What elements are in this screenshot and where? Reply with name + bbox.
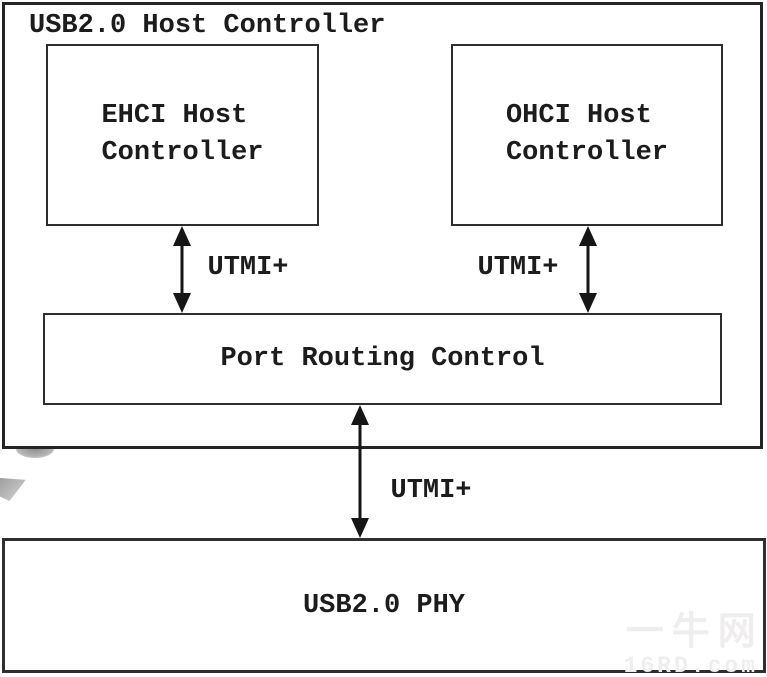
watermark: 一牛网 16RD.com <box>624 616 758 677</box>
arrow-up-icon <box>173 226 191 246</box>
arrow-shaft <box>180 240 184 299</box>
arrow-shaft <box>358 419 362 524</box>
usb2-host-controller-title: USB2.0 Host Controller <box>29 11 386 41</box>
usb2-phy-box: USB2.0 PHY <box>2 538 766 673</box>
border-smudge-artifact <box>16 449 54 458</box>
double-arrow-ehci-prc <box>173 226 191 313</box>
ehci-host-controller-box: EHCI Host Controller <box>46 44 319 226</box>
double-arrow-ohci-prc <box>579 226 597 313</box>
arrow-down-icon <box>579 293 597 313</box>
utmi-label-ehci: UTMI+ <box>207 253 289 283</box>
utmi-label-ohci: UTMI+ <box>477 253 559 283</box>
arrow-down-icon <box>351 518 369 538</box>
port-routing-control-label: Port Routing Control <box>220 344 545 374</box>
usb2-host-controller-box: USB2.0 Host Controller <box>2 2 763 449</box>
left-edge-artifact <box>0 477 26 501</box>
watermark-sitename: 一牛网 <box>625 613 764 656</box>
ohci-label-line2: Controller <box>505 138 669 168</box>
watermark-url: 16RD.com <box>623 653 758 677</box>
ohci-host-controller-box: OHCI Host Controller <box>451 44 723 226</box>
ehci-host-controller-label: EHCI Host Controller <box>101 98 263 172</box>
ohci-host-controller-label: OHCI Host Controller <box>506 98 668 172</box>
arrow-up-icon <box>351 405 369 425</box>
double-arrow-prc-phy <box>351 405 369 538</box>
arrow-down-icon <box>173 293 191 313</box>
ehci-label-line2: Controller <box>101 138 264 168</box>
arrow-shaft <box>586 240 590 299</box>
ehci-label-line1: EHCI Host <box>101 101 248 131</box>
arrow-up-icon <box>579 226 597 246</box>
utmi-label-phy: UTMI+ <box>390 476 472 506</box>
ohci-label-line1: OHCI Host <box>505 101 652 131</box>
usb2-phy-label: USB2.0 PHY <box>302 590 466 621</box>
port-routing-control-box: Port Routing Control <box>43 313 722 405</box>
